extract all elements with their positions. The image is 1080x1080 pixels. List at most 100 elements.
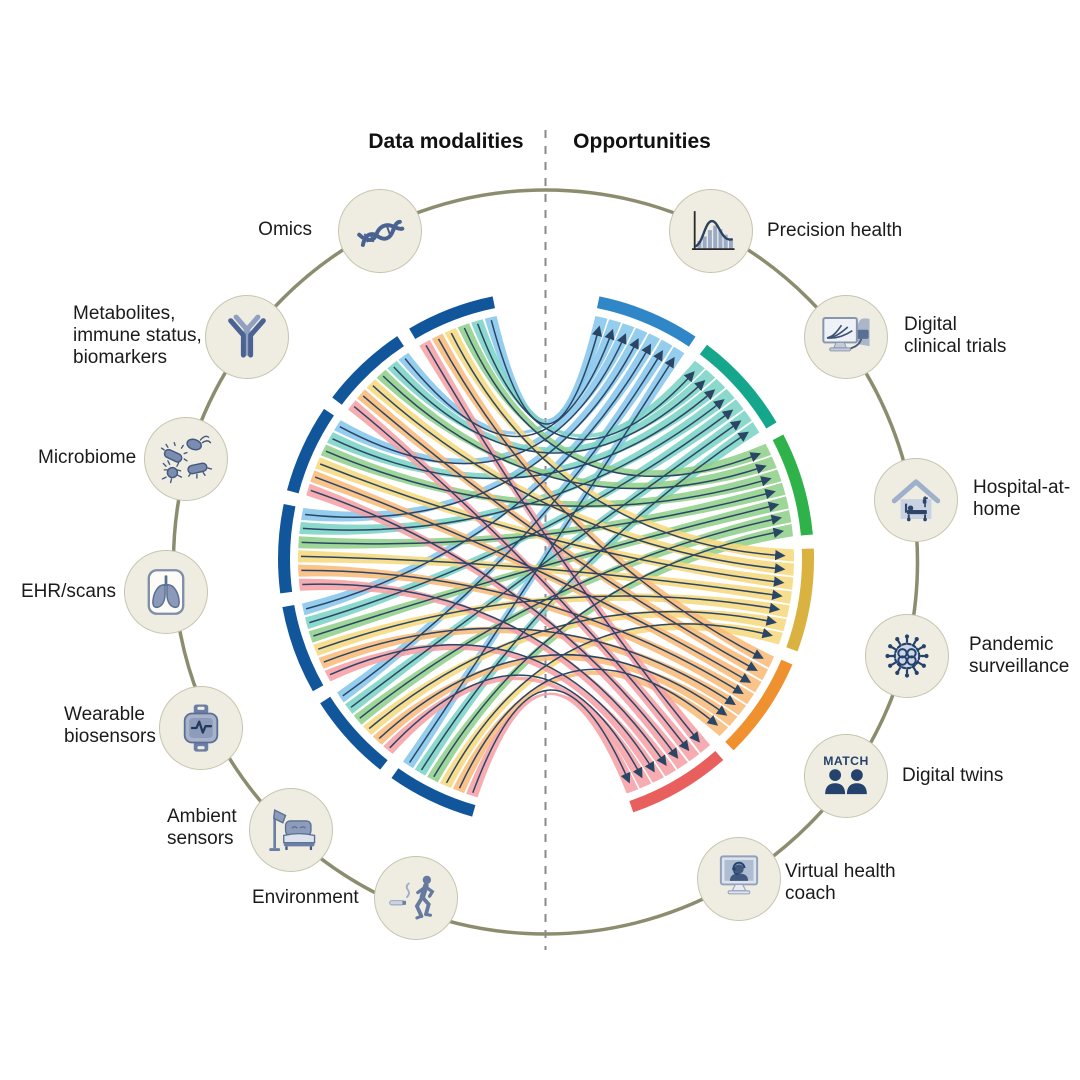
flow-arrow-2-0 [339, 333, 627, 465]
dna-icon [357, 219, 405, 247]
node-wearable [159, 686, 243, 770]
right-arc-0 [596, 296, 696, 347]
label-hospital-at-home: Hospital-at- home [973, 477, 1071, 520]
flow-arrow-3-3 [300, 555, 783, 600]
label-omics: Omics [258, 219, 312, 240]
flow-arrow-0-5 [425, 345, 700, 743]
bacteria-icon [160, 435, 213, 484]
flow-arrow-2-1 [332, 389, 716, 480]
left-arc-5 [320, 696, 388, 770]
label-microbiome: Microbiome [38, 447, 137, 468]
flow-arrow-1-2 [382, 375, 767, 490]
ribbon-5-2 [353, 510, 792, 725]
label-virtual-health-coach: Virtual health coach [785, 861, 896, 904]
node-environment [374, 856, 458, 940]
left-arc-segments [278, 296, 496, 817]
right-arc-1 [699, 344, 777, 429]
right-arc-4 [725, 659, 793, 751]
ribbon-1-5 [348, 400, 700, 762]
node-ambient [249, 788, 333, 872]
ribbon-6-4 [452, 670, 729, 794]
flow-arrow-3-1 [302, 399, 725, 531]
flow-arrow-4-0 [305, 343, 652, 610]
ribbon-3-1 [299, 388, 735, 535]
ribbon-3-0 [301, 327, 648, 522]
left-arc-4 [282, 604, 324, 692]
ribbon-0-5 [419, 339, 711, 753]
smartwatch-icon [183, 704, 219, 752]
flow-arrow-0-0 [490, 320, 603, 425]
left-column-title: Data modalities [368, 130, 524, 153]
flow-arrow-5-1 [350, 420, 742, 708]
node-precision-health [669, 189, 753, 273]
label-pandemic-surveillance: Pandemic surveillance [969, 634, 1070, 677]
virus-icon [885, 634, 929, 678]
node-microbiome [144, 417, 228, 501]
arrows-group [300, 320, 786, 794]
node-hospital-at-home [874, 458, 958, 542]
ribbon-3-3 [297, 550, 792, 604]
antibody-icon [228, 314, 266, 358]
coach-monitor-icon [719, 855, 759, 895]
label-wearable: Wearable biosensors [64, 704, 156, 747]
flow-arrow-4-4 [323, 627, 736, 706]
label-digital-clinical-trials: Digital clinical trials [904, 314, 1007, 357]
flow-arrow-5-0 [342, 349, 664, 697]
lungs-scan-icon [147, 569, 185, 615]
left-arc-1 [332, 336, 404, 405]
flow-arrow-1-0 [404, 328, 615, 438]
node-omics [338, 189, 422, 273]
flow-arrow-6-3 [445, 623, 773, 784]
flow-arrow-0-4 [437, 338, 764, 659]
flow-arrow-5-3 [368, 610, 777, 730]
right-arc-segments [596, 296, 814, 813]
match-text: MATCH [823, 754, 868, 768]
flow-arrow-5-4 [378, 654, 728, 740]
right-arc-3 [786, 548, 814, 652]
label-ambient: Ambient sensors [167, 806, 237, 849]
label-digital-twins: Digital twins [902, 765, 1004, 786]
left-arc-3 [278, 503, 296, 594]
label-metabolites: Metabolites, immune status, biomarkers [73, 303, 202, 368]
ribbon-2-3 [315, 457, 794, 590]
flow-arrow-4-1 [309, 409, 734, 624]
ribbon-0-1 [471, 319, 705, 438]
flow-arrow-3-0 [305, 338, 639, 518]
monitor-curves-icon [822, 316, 870, 352]
right-arc-2 [772, 434, 813, 536]
flow-arrow-2-4 [314, 476, 752, 683]
flow-arrow-6-5 [472, 689, 631, 794]
ribbon-1-4 [357, 389, 769, 681]
histogram-curve-icon [691, 211, 735, 251]
left-arc-0 [409, 296, 496, 339]
ribbon-3-5 [298, 578, 677, 777]
left-arc-2 [287, 408, 335, 494]
node-digital-clinical-trials [804, 295, 888, 379]
flow-arrow-2-2 [325, 450, 772, 507]
flow-arrow-1-3 [372, 385, 786, 574]
ribbon-4-3 [313, 593, 790, 656]
ribbon-5-5 [383, 676, 652, 789]
flow-arrow-2-3 [319, 463, 785, 587]
node-ehr-scans [124, 550, 208, 634]
flow-arrow-5-5 [389, 674, 643, 779]
match-people-icon: MATCH [823, 754, 868, 795]
ribbon-1-0 [398, 319, 622, 435]
flow-arrow-6-4 [458, 668, 719, 789]
node-pandemic-surveillance [865, 614, 949, 698]
flow-arrow-0-2 [463, 327, 762, 478]
ribbon-1-2 [376, 369, 777, 490]
house-bed-icon [891, 479, 941, 522]
flow-arrow-1-1 [393, 366, 706, 454]
right-column-title: Opportunities [573, 130, 711, 153]
label-environment: Environment [252, 887, 359, 908]
bed-lamp-icon [269, 809, 316, 852]
node-metabolites [205, 295, 289, 379]
flow-arrow-4-5 [329, 644, 655, 773]
flow-arrow-4-2 [313, 501, 780, 637]
ribbon-4-1 [305, 399, 744, 630]
flow-arrow-6-0 [408, 356, 675, 763]
flow-arrow-3-5 [302, 583, 667, 766]
